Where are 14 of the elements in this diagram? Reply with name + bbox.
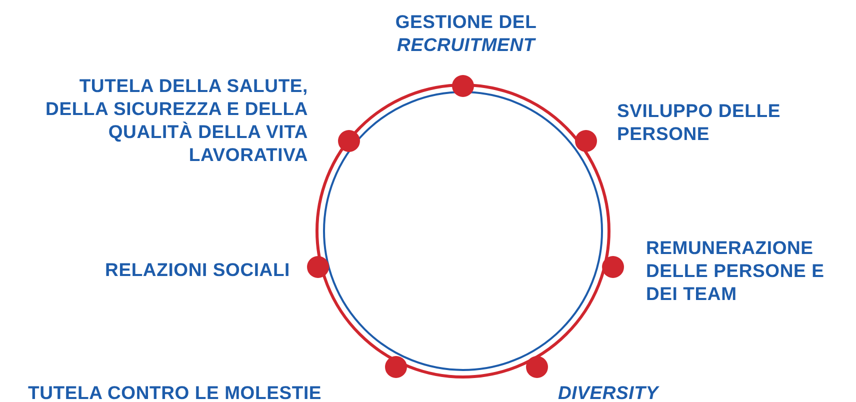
label-text: TUTELA CONTRO LE MOLESTIE — [28, 381, 322, 402]
circle-marker — [526, 356, 548, 378]
circle-marker — [307, 256, 329, 278]
label-text: GESTIONE DEL RECRUITMENT — [394, 10, 538, 56]
label-text: REMUNERAZIONE DELLE PERSONE E DEI TEAM — [646, 236, 826, 305]
circle-marker — [385, 356, 407, 378]
label-text: SVILUPPO DELLE PERSONE — [617, 99, 782, 145]
label-text: RELAZIONI SOCIALI — [105, 258, 290, 281]
label-text: TUTELA DELLA SALUTE, DELLA SICUREZZA E DELLA QUALITÀ DELLA VITA LAVORATIVA — [44, 74, 308, 166]
circle-marker — [575, 130, 597, 152]
circle-marker — [452, 75, 474, 97]
circle-marker — [602, 256, 624, 278]
label-text: DIVERSITY — [558, 381, 658, 402]
circle-marker — [338, 130, 360, 152]
